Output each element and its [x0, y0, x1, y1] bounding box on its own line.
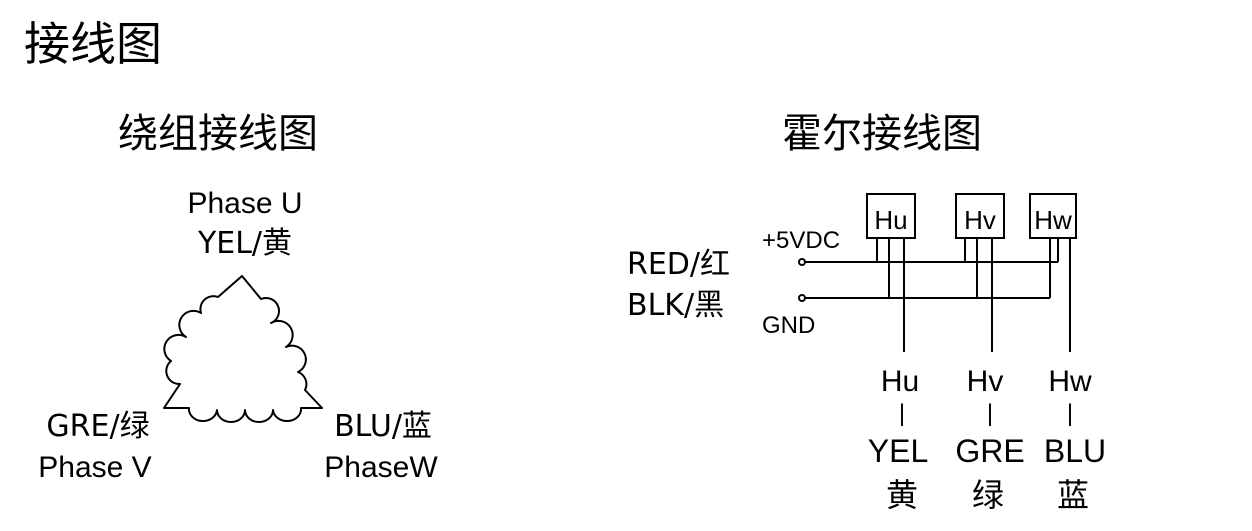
ground-wire-color: BLK/黑: [627, 288, 724, 323]
hall-sensor-hu: [866, 193, 916, 239]
hall-output-hv-wire-cn: 绿: [972, 476, 1004, 514]
hall-output-hv: Hv: [967, 365, 1004, 398]
phase-w-wire-color: BLU/蓝: [334, 409, 432, 444]
phase-u-wire-color: YEL/黄: [197, 226, 292, 261]
hall-output-hv-wire: GRE: [955, 433, 1024, 469]
hall-title: 霍尔接线图: [782, 111, 982, 157]
hall-output-hw-wire: BLU: [1044, 433, 1106, 469]
hall-sensor-hw: [1029, 193, 1077, 239]
power-terminal: [798, 258, 806, 266]
phase-v-wire-color: GRE/绿: [46, 409, 149, 444]
hall-output-hw: Hw: [1048, 365, 1092, 398]
delta-winding-coil: [163, 275, 323, 423]
hall-output-hw-wire-cn: 蓝: [1057, 476, 1089, 514]
winding-title: 绕组接线图: [118, 111, 318, 157]
hall-sensor-hu-label: Hu: [874, 205, 907, 235]
page-title: 接线图: [24, 17, 162, 71]
hall-output-hu: Hu: [881, 365, 919, 398]
phase-u-label: Phase U: [187, 187, 302, 220]
ground-terminal: [798, 294, 806, 302]
hall-sensor-hw-label: Hw: [1034, 205, 1072, 235]
power-label: +5VDC: [762, 227, 840, 254]
phase-v-label: Phase V: [38, 451, 151, 484]
hall-output-hu-wire: YEL: [868, 433, 928, 469]
hall-output-hv-separator: |: [987, 400, 993, 427]
winding-diagram: 绕组接线图 Phase U YEL/黄 GRE/绿 Phase V BLU/蓝 …: [38, 111, 438, 484]
hall-sensor-hv-label: Hv: [964, 205, 996, 235]
ground-label: GND: [762, 312, 815, 339]
phase-w-label: PhaseW: [324, 451, 438, 484]
hall-sensor-hv: [955, 193, 1005, 239]
hall-output-hu-separator: |: [899, 400, 905, 427]
hall-diagram: 霍尔接线图 +5VDC GND RED/红 BLK/黑 Hu Hv Hw Hu …: [627, 111, 1106, 514]
hall-output-hu-wire-cn: 黄: [886, 476, 918, 514]
power-wire-color: RED/红: [627, 247, 730, 282]
hall-output-hw-separator: |: [1067, 400, 1073, 427]
